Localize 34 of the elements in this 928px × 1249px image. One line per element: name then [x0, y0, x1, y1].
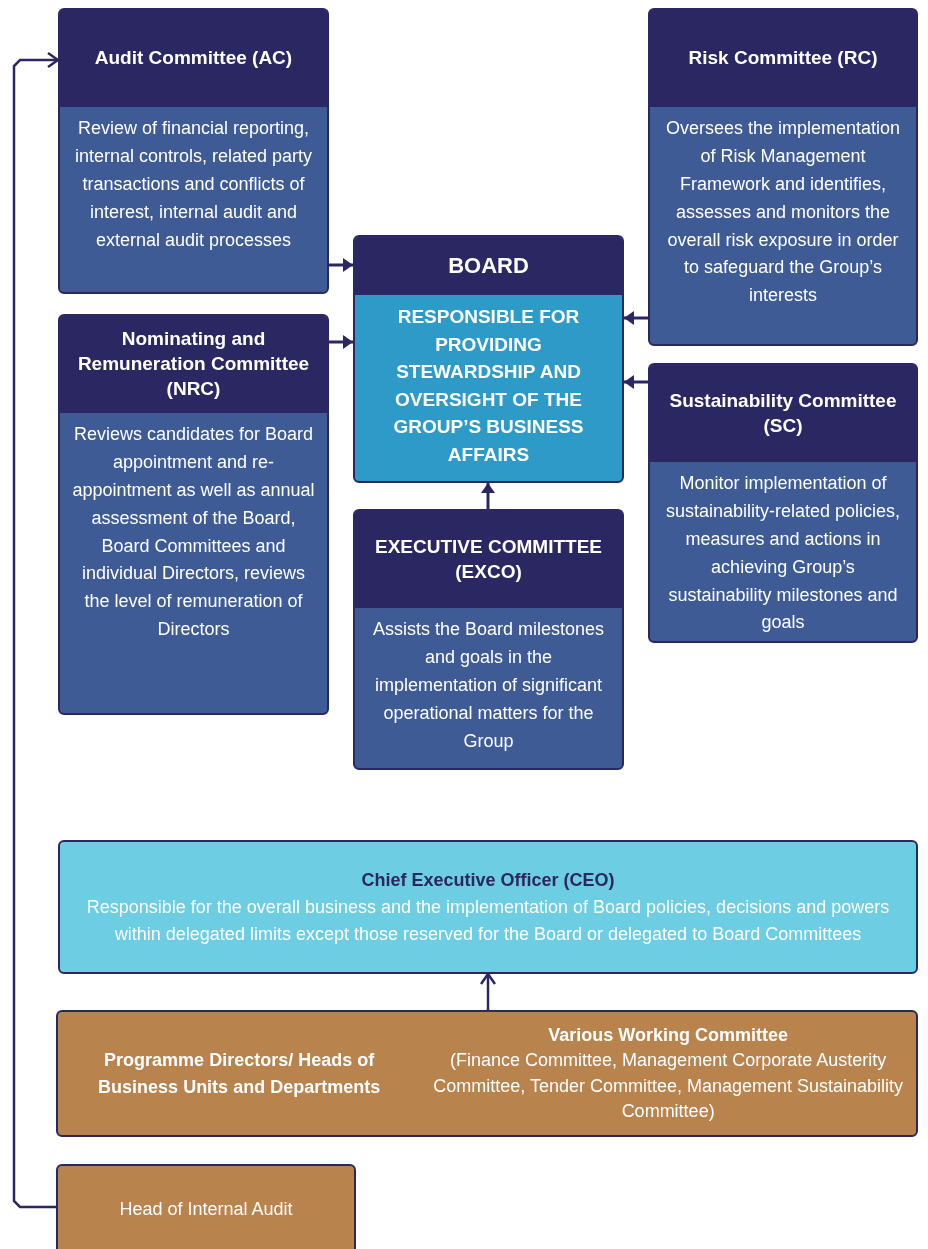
committee-box	[648, 363, 918, 643]
box-heading: EXECUTIVE COMMITTEE (EXCO)	[374, 534, 603, 584]
box-heading: Chief Executive Officer (CEO)	[360, 868, 616, 892]
box-label: Head of Internal Audit	[118, 1198, 294, 1221]
box-heading: BOARD	[448, 251, 529, 280]
box-description: Review of financial reporting, internal controls, related party transactions and conflicts of interest, internal audit and external audit processes	[73, 117, 314, 252]
box-heading: Various Working Committee	[548, 1024, 788, 1048]
box-description: Reviews candidates for Board appointment and re-appointment as well as annual assessment of the Board, Board Committees and individual Directors, reviews the level of remuneration of Directors	[71, 423, 316, 642]
box-heading: Risk Committee (RC)	[688, 46, 878, 71]
box-heading: Programme Directors/ Heads of Business Units and Departments	[97, 1048, 382, 1099]
box-description: (Finance Committee, Management Corporate Austerity Committee, Tender Committee, Management Sustainability Committee)	[432, 1049, 905, 1123]
box-description: Oversees the implementation of Risk Management Framework and identifies, assesses and monitors the overall risk exposure in order to safeguard the Group’s interests	[664, 117, 902, 308]
committee-box	[648, 8, 918, 346]
pointer-arrow	[624, 311, 648, 325]
staff-box	[56, 1164, 356, 1249]
box-description: Monitor implementation of sustainability-related policies, measures and actions in achieving Group’s sustainability milestones and goals	[664, 472, 902, 635]
committee-box	[353, 235, 624, 483]
committee-box	[58, 314, 329, 715]
box-heading: Sustainability Committee (SC)	[668, 388, 898, 438]
box-heading: Audit Committee (AC)	[94, 46, 293, 71]
box-heading: Nominating and Remuneration Committee (NRC)	[76, 327, 311, 401]
box-description: Assists the Board milestones and goals in the implementation of significant operational matters for the Group	[371, 618, 606, 753]
box-description: Responsible for the overall business and the implementation of Board policies, decisions and powers within delegated limits except those reserved for the Board or delegated to Board Committees	[85, 895, 891, 946]
committee-box	[353, 509, 624, 770]
staff-box	[56, 1010, 918, 1137]
connector-arrow	[12, 51, 60, 1209]
pointer-arrow	[624, 375, 648, 389]
connector-arrow	[479, 972, 497, 1010]
pointer-arrow	[329, 258, 353, 272]
committee-box	[58, 8, 329, 294]
pointer-arrow	[329, 335, 353, 349]
pointer-arrow	[481, 483, 495, 509]
ceo-box	[58, 840, 918, 974]
box-description: RESPONSIBLE FOR PROVIDING STEWARDSHIP AND OVERSIGHT OF THE GROUP’S BUSINESS AFFAIRS	[392, 305, 585, 467]
